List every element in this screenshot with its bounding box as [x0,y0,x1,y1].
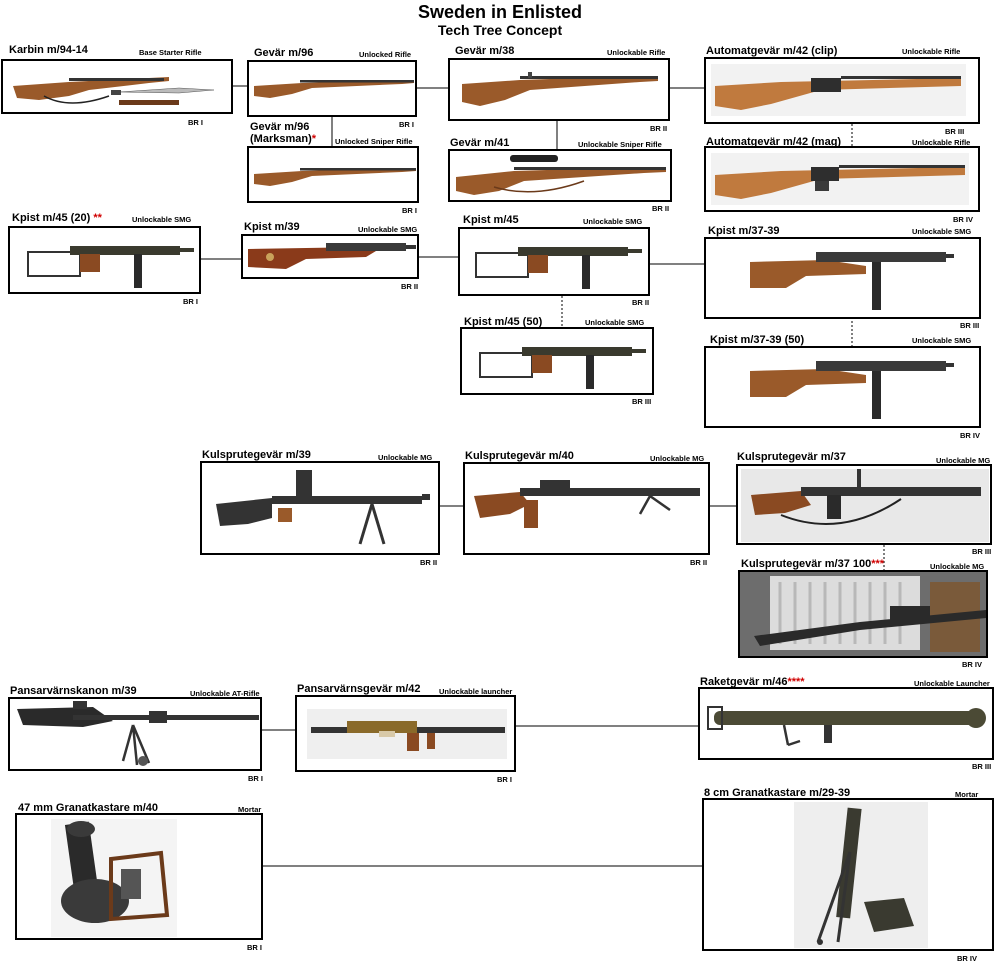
node-image-box[interactable] [698,687,994,760]
rifle-with-bayonet-icon [9,66,227,110]
node-name: Kulsprutegevär m/40 [465,450,574,462]
node-br: BR I [399,120,414,129]
rifle-icon [460,70,660,110]
node-br: BR II [401,282,418,291]
node-image-box[interactable] [460,327,654,395]
node-image-box[interactable] [448,58,670,121]
node-br: BR I [248,774,263,783]
node-image-box[interactable] [704,57,980,124]
node-br: BR II [690,558,707,567]
node-br: BR III [632,397,651,406]
page-title: Sweden in Enlisted [0,2,1000,23]
node-br: BR I [247,943,262,952]
node-image-box[interactable] [247,146,419,203]
node-status: Unlockable SMG [583,217,642,226]
rifle-icon [252,162,416,192]
node-image-box[interactable] [448,149,672,202]
node-image-box[interactable] [704,346,981,428]
node-status: Unlockable SMG [358,225,417,234]
node-name: Kpist m/45 [463,214,519,226]
node-image-box[interactable] [15,813,263,940]
node-br: BR II [652,204,669,213]
node-image-box[interactable] [241,234,419,279]
bar-icon [741,469,989,542]
small-mortar-icon [51,819,177,937]
node-br: BR I [402,206,417,215]
node-br: BR III [972,547,991,556]
lmg-bipod-icon [212,468,432,550]
node-br: BR III [945,127,964,136]
smg-wood-icon [746,244,956,314]
node-name: Automatgevär m/42 (clip) [706,45,837,57]
node-image-box[interactable] [704,237,981,319]
node-name: Kpist m/45 (20) ** [12,212,102,224]
node-image-box[interactable] [463,462,710,555]
node-image-box[interactable] [736,464,992,545]
node-br: BR III [972,762,991,771]
node-status: Unlockable SMG [585,318,644,327]
smg-wood-icon [246,239,418,275]
lmg-icon [470,474,708,544]
node-name: Kpist m/39 [244,221,300,233]
node-image-box[interactable] [738,570,988,658]
node-name: Gevär m/96 [254,47,313,59]
node-status: Unlockable Sniper Rifle [578,140,662,149]
node-br: BR IV [960,431,980,440]
node-name: Karbin m/94-14 [9,44,88,56]
node-image-box[interactable] [702,798,994,951]
node-br: BR IV [953,215,973,224]
node-image-box[interactable] [247,60,417,117]
node-status: Unlockable SMG [132,215,191,224]
node-br: BR IV [962,660,982,669]
node-br: BR II [420,558,437,567]
node-image-box[interactable] [295,695,516,772]
node-name: Kulsprutegevär m/37 [737,451,846,463]
node-status: Unlockable Rifle [607,48,665,57]
node-image-box[interactable] [200,461,440,555]
node-name: Kulsprutegevär m/39 [202,449,311,461]
semi-auto-rifle-icon [711,64,966,116]
node-br: BR I [188,118,203,127]
node-name: Kpist m/37-39 [708,225,780,237]
node-br: BR II [650,124,667,133]
node-status: Unlockable Rifle [902,47,960,56]
node-status: Unlockable SMG [912,227,971,236]
rifle-icon [252,74,414,104]
node-image-box[interactable] [1,59,233,114]
node-br: BR III [960,321,979,330]
node-image-box[interactable] [458,227,650,296]
recoilless-icon [307,709,507,759]
node-name: Kpist m/37-39 (50) [710,334,804,346]
node-image-box[interactable] [8,697,262,771]
page-subtitle: Tech Tree Concept [0,22,1000,38]
scoped-rifle-icon [454,153,668,199]
smg-folding-icon [468,233,643,291]
node-status: Unlockable SMG [912,336,971,345]
node-image-box[interactable] [704,146,980,212]
node-name: Pansarvärnsgevär m/42 [297,683,421,695]
node-name: Gevär m/96 (Marksman)* [250,121,316,145]
node-br: BR II [632,298,649,307]
node-status: Unlocked Sniper Rifle [335,137,413,146]
smg-wood-icon [746,353,956,423]
node-name: Kulsprutegevär m/37 100*** [741,558,884,570]
node-status: Base Starter Rifle [139,48,202,57]
node-br: BR I [497,775,512,784]
mg-on-rack-icon [740,572,986,656]
node-br: BR IV [957,954,977,963]
node-name: Gevär m/38 [455,45,514,57]
node-br: BR I [183,297,198,306]
node-image-box[interactable] [8,226,201,294]
bazooka-icon [704,697,992,753]
smg-folding-icon [20,232,195,290]
node-name: Pansarvärnskanon m/39 [10,685,137,697]
node-name: Gevär m/41 [450,137,509,149]
at-rifle-icon [13,701,261,769]
semi-auto-rifle-icon [711,153,969,205]
smg-folding-icon [472,333,647,391]
mortar-icon [794,802,928,948]
node-status: Unlocked Rifle [359,50,411,59]
